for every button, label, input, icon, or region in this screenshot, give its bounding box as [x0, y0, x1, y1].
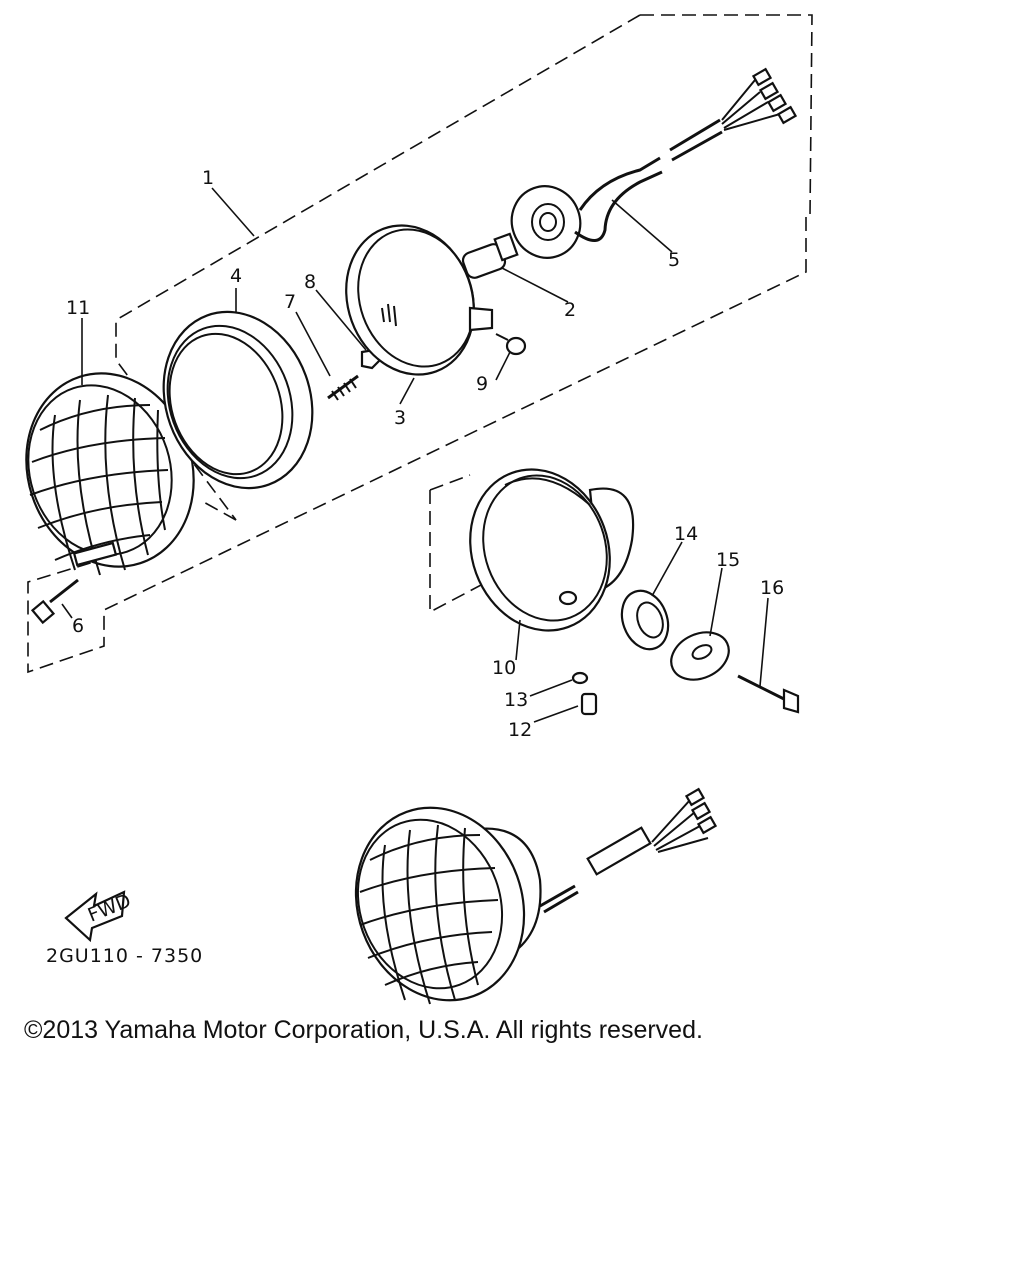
headlight-exploded-diagram: FWD 1 2 3 4 5 6 7 8 9 10 11 12 13 14 15 — [0, 0, 1024, 1010]
fwd-arrow-icon: FWD — [66, 890, 134, 940]
label-16: 16 — [760, 577, 784, 599]
part-16-bolt — [738, 676, 798, 712]
label-1: 1 — [202, 167, 214, 189]
label-13: 13 — [504, 689, 528, 711]
label-7: 7 — [284, 291, 296, 313]
label-9: 9 — [476, 373, 488, 395]
part-6-bolt — [32, 580, 78, 623]
part-12-screw — [582, 694, 596, 714]
label-15: 15 — [716, 549, 740, 571]
label-6: 6 — [72, 615, 84, 637]
part-15-cover — [664, 623, 737, 688]
copyright-notice: ©2013 Yamaha Motor Corporation, U.S.A. A… — [24, 1016, 703, 1044]
label-4: 4 — [230, 265, 242, 287]
part-2-bulb — [461, 234, 518, 280]
label-12: 12 — [508, 719, 532, 741]
part-9-screw — [496, 334, 525, 354]
body-group-boundary — [430, 475, 500, 612]
label-3: 3 — [394, 407, 406, 429]
label-10: 10 — [492, 657, 516, 679]
label-5: 5 — [668, 249, 680, 271]
part-14-grommet — [614, 584, 676, 655]
part-7-screw — [328, 376, 358, 400]
drawing-code: 2GU110 - 7350 — [46, 945, 203, 967]
label-11: 11 — [66, 297, 90, 319]
part-3-sealed-beam — [326, 207, 495, 392]
leader-lines — [62, 188, 768, 722]
part-number-labels: 1 2 3 4 5 6 7 8 9 10 11 12 13 14 15 16 — [66, 167, 784, 741]
part-10-housing — [448, 450, 633, 651]
label-8: 8 — [304, 271, 316, 293]
label-2: 2 — [564, 299, 576, 321]
assembled-headlight — [329, 784, 715, 1010]
part-13-washer — [573, 673, 587, 683]
part-4-rim — [140, 291, 337, 509]
part-5-socket-harness — [502, 69, 796, 267]
label-14: 14 — [674, 523, 698, 545]
